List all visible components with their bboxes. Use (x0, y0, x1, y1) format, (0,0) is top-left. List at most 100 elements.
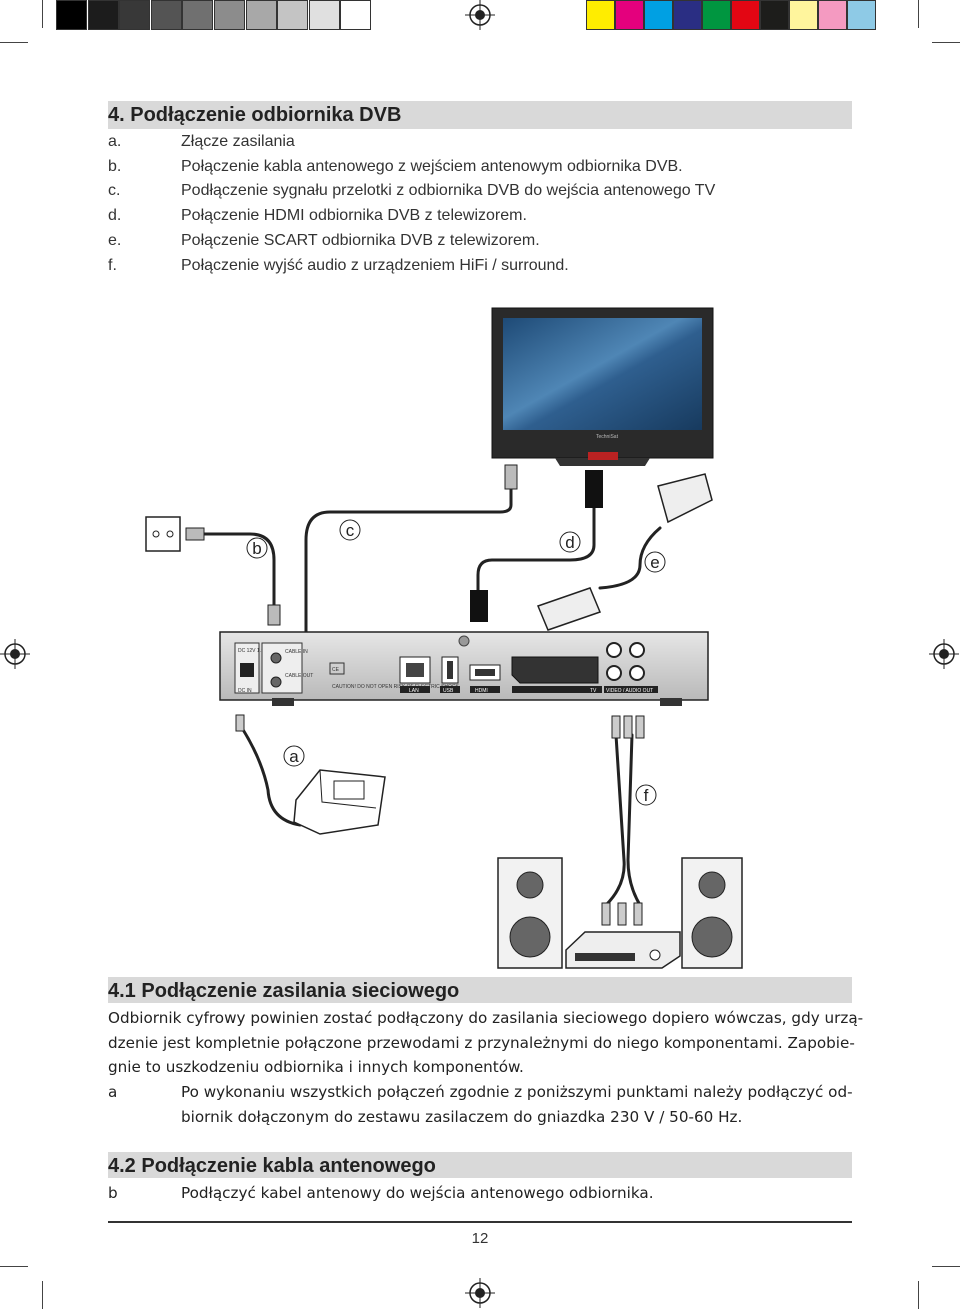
list-item-text: Połączenie wyjść audio z urządzeniem HiF… (181, 257, 569, 274)
video-audio-out-label: VIDEO / AUDIO OUT (606, 688, 653, 694)
television-icon: TechniSat (491, 307, 714, 466)
paragraph-line: Odbiornik cyfrowy powinien zostać podłąc… (108, 1009, 864, 1027)
color-swatch (615, 0, 644, 30)
callout-c: c (339, 519, 361, 541)
callout-e: e (644, 551, 666, 573)
section-title: 4.2 Podłączenie kabla antenowego (108, 1155, 436, 1177)
callout-a-label: a (289, 747, 299, 766)
crop-mark (932, 1266, 960, 1267)
power-step-text: Po wykonaniu wszystkich połączeń zgodnie… (181, 1080, 861, 1129)
scart-cable (598, 526, 662, 590)
crop-mark (918, 0, 919, 28)
loop-through-cable (304, 486, 513, 682)
color-swatch (586, 0, 615, 30)
color-swatch (818, 0, 847, 30)
registration-mark-icon (465, 0, 495, 30)
dc-spec-label: DC 12V 1.5 A (238, 648, 269, 654)
gray-swatch (308, 0, 340, 30)
registration-mark-icon (0, 639, 30, 669)
power-cable (240, 726, 302, 827)
lan-label: LAN (409, 688, 419, 694)
registration-mark-icon (929, 639, 959, 669)
ce-mark-label: CE (332, 667, 340, 673)
callout-c-label: c (346, 521, 355, 540)
receiver-rear-panel: DC 12V 1.5 A DC IN CABLE IN CABLE OUT CE… (219, 631, 709, 706)
dc-in-label: DC IN (238, 688, 252, 694)
gray-swatch (150, 0, 182, 30)
scart-plug-icon (537, 587, 601, 631)
section-heading-bar (108, 101, 852, 129)
color-swatch (702, 0, 731, 30)
tv-scart-label: TV (590, 688, 597, 694)
list-item-letter: e. (108, 232, 122, 249)
gray-swatch (214, 0, 245, 30)
coax-plug-icon (185, 527, 205, 541)
list-item-letter: d. (108, 207, 122, 224)
paragraph-line: Po wykonaniu wszystkich połączeń zgodnie… (181, 1083, 853, 1101)
color-swatch (644, 0, 673, 30)
crop-mark (918, 1281, 919, 1309)
crop-mark (932, 42, 960, 43)
color-swatch (731, 0, 760, 30)
list-item-letter: a. (108, 133, 122, 150)
wall-antenna-socket-icon (145, 516, 181, 552)
hdmi-plug-icon (585, 470, 603, 508)
list-item-letter: c. (108, 182, 121, 199)
list-item-text: Podłączenie sygnału przelotki z odbiorni… (181, 182, 716, 199)
gray-swatch (56, 0, 87, 30)
gray-swatch (340, 0, 372, 30)
section-heading-bar (108, 977, 852, 1003)
callout-d-label: d (565, 533, 574, 552)
power-paragraph: Odbiornik cyfrowy powinien zostać podłąc… (108, 1006, 864, 1080)
callout-b-label: b (252, 539, 261, 558)
gray-swatch (87, 0, 119, 30)
hifi-amplifier-icon (565, 931, 681, 969)
list-item-letter: f. (108, 257, 117, 274)
paragraph-line: biornik dołączonym do zestawu zasilaczem… (181, 1107, 743, 1126)
color-swatch (673, 0, 702, 30)
antenna-step-text: Podłączyć kabel antenowy do wejścia ante… (181, 1184, 654, 1202)
list-item-letter: b. (108, 158, 122, 175)
list-item-text: Połączenie HDMI odbiornika DVB z telewiz… (181, 207, 527, 224)
tv-brand-label: TechniSat (596, 434, 619, 440)
crop-mark (0, 1266, 28, 1267)
gray-swatch (245, 0, 277, 30)
scart-plug-icon (657, 473, 713, 524)
color-swatch (789, 0, 818, 30)
callout-f: f (635, 784, 657, 806)
section-title: 4. Podłączenie odbiornika DVB (108, 104, 402, 126)
cable-out-label: CABLE OUT (285, 673, 313, 679)
cable-in-label: CABLE IN (285, 649, 308, 655)
audio-cable (604, 733, 626, 907)
usb-label: USB (443, 688, 454, 694)
callout-d: d (559, 531, 581, 553)
coax-plug-icon (267, 604, 281, 626)
registration-mark-icon (465, 1278, 495, 1308)
right-speaker-icon (681, 857, 743, 969)
callout-a: a (283, 745, 305, 767)
list-item-text: Złącze zasilania (181, 133, 295, 150)
paragraph-line: gnie to uszkodzeniu odbiornika i innych … (108, 1058, 524, 1077)
crop-mark (42, 0, 43, 28)
list-item-text: Połączenie SCART odbiornika DVB z telewi… (181, 232, 540, 249)
caution-label: CAUTION! DO NOT OPEN RISK OF ELECTRIC SH… (332, 684, 460, 690)
coax-plug-icon (504, 464, 518, 490)
gray-swatch (277, 0, 309, 30)
gray-swatch (182, 0, 214, 30)
hdmi-cable (476, 506, 596, 594)
callout-e-label: e (650, 553, 659, 572)
rca-plugs-icon (601, 715, 645, 926)
power-adapter-icon (235, 714, 386, 835)
step-letter: a (108, 1083, 118, 1101)
crop-mark (0, 42, 28, 43)
color-swatch (847, 0, 876, 30)
color-swatch (760, 0, 789, 30)
section-heading-bar (108, 1152, 852, 1178)
hdmi-label: HDMI (475, 688, 488, 694)
left-speaker-icon (497, 857, 563, 969)
footer-rule (108, 1221, 852, 1223)
paragraph-line: dzenie jest kompletnie połączone przewod… (108, 1033, 855, 1052)
gray-swatch (119, 0, 151, 30)
crop-mark (42, 1281, 43, 1309)
connection-diagram: TechniSat a b c (145, 307, 743, 969)
